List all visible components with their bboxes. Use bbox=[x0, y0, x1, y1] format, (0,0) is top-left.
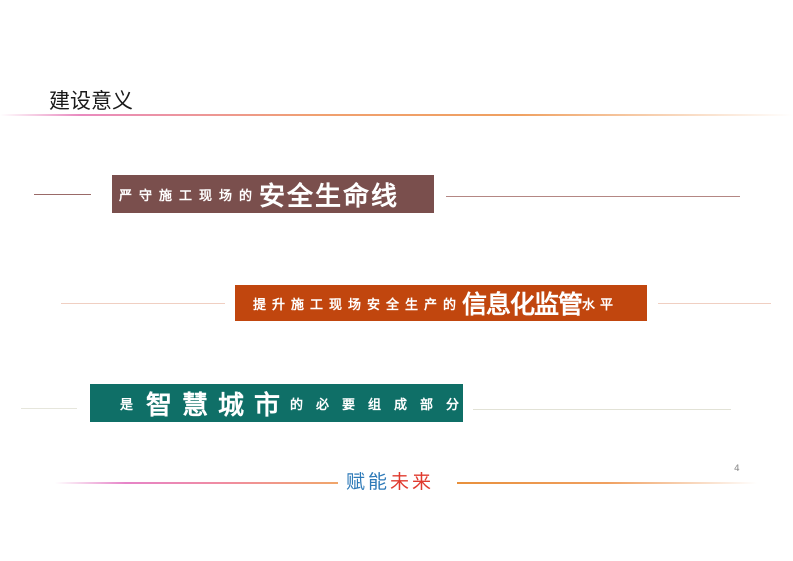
footer-tagline-part2: 未来 bbox=[390, 471, 435, 493]
statement-3-right-rule bbox=[473, 409, 731, 410]
footer-left-rule bbox=[55, 482, 338, 484]
statement-1-left-rule bbox=[34, 194, 91, 195]
footer-tagline-part1: 赋能 bbox=[346, 471, 391, 493]
title-underline-divider bbox=[0, 114, 793, 116]
statement-3-left-rule bbox=[21, 408, 77, 409]
statement-2-right-rule bbox=[658, 303, 771, 304]
statement-3-prefix: 是 bbox=[120, 397, 147, 413]
statement-2-highlight: 信息化监管 bbox=[462, 290, 583, 319]
statement-2-banner: 提升施工现场安全生产的 信息化监管 水平 bbox=[235, 285, 647, 321]
footer-tagline: 赋能未来 bbox=[346, 471, 434, 493]
statement-2-suffix: 水平 bbox=[582, 297, 619, 313]
statement-1-banner: 严守施工现场的 安全生命线 bbox=[112, 175, 434, 213]
slide-title: 建设意义 bbox=[49, 89, 133, 113]
statement-1-highlight: 安全生命线 bbox=[259, 181, 400, 212]
statement-2-left-rule bbox=[61, 303, 225, 304]
statement-1-right-rule bbox=[446, 196, 740, 197]
statement-3-banner: 是 智慧城市 的必要组成部分 bbox=[90, 384, 463, 422]
statement-3-suffix: 的必要组成部分 bbox=[290, 397, 473, 413]
page-number: 4 bbox=[734, 464, 740, 474]
statement-1-prefix: 严守施工现场的 bbox=[119, 188, 260, 204]
statement-3-highlight: 智慧城市 bbox=[146, 390, 291, 421]
footer-right-rule bbox=[457, 482, 757, 484]
statement-2-prefix: 提升施工现场安全生产的 bbox=[253, 297, 463, 313]
